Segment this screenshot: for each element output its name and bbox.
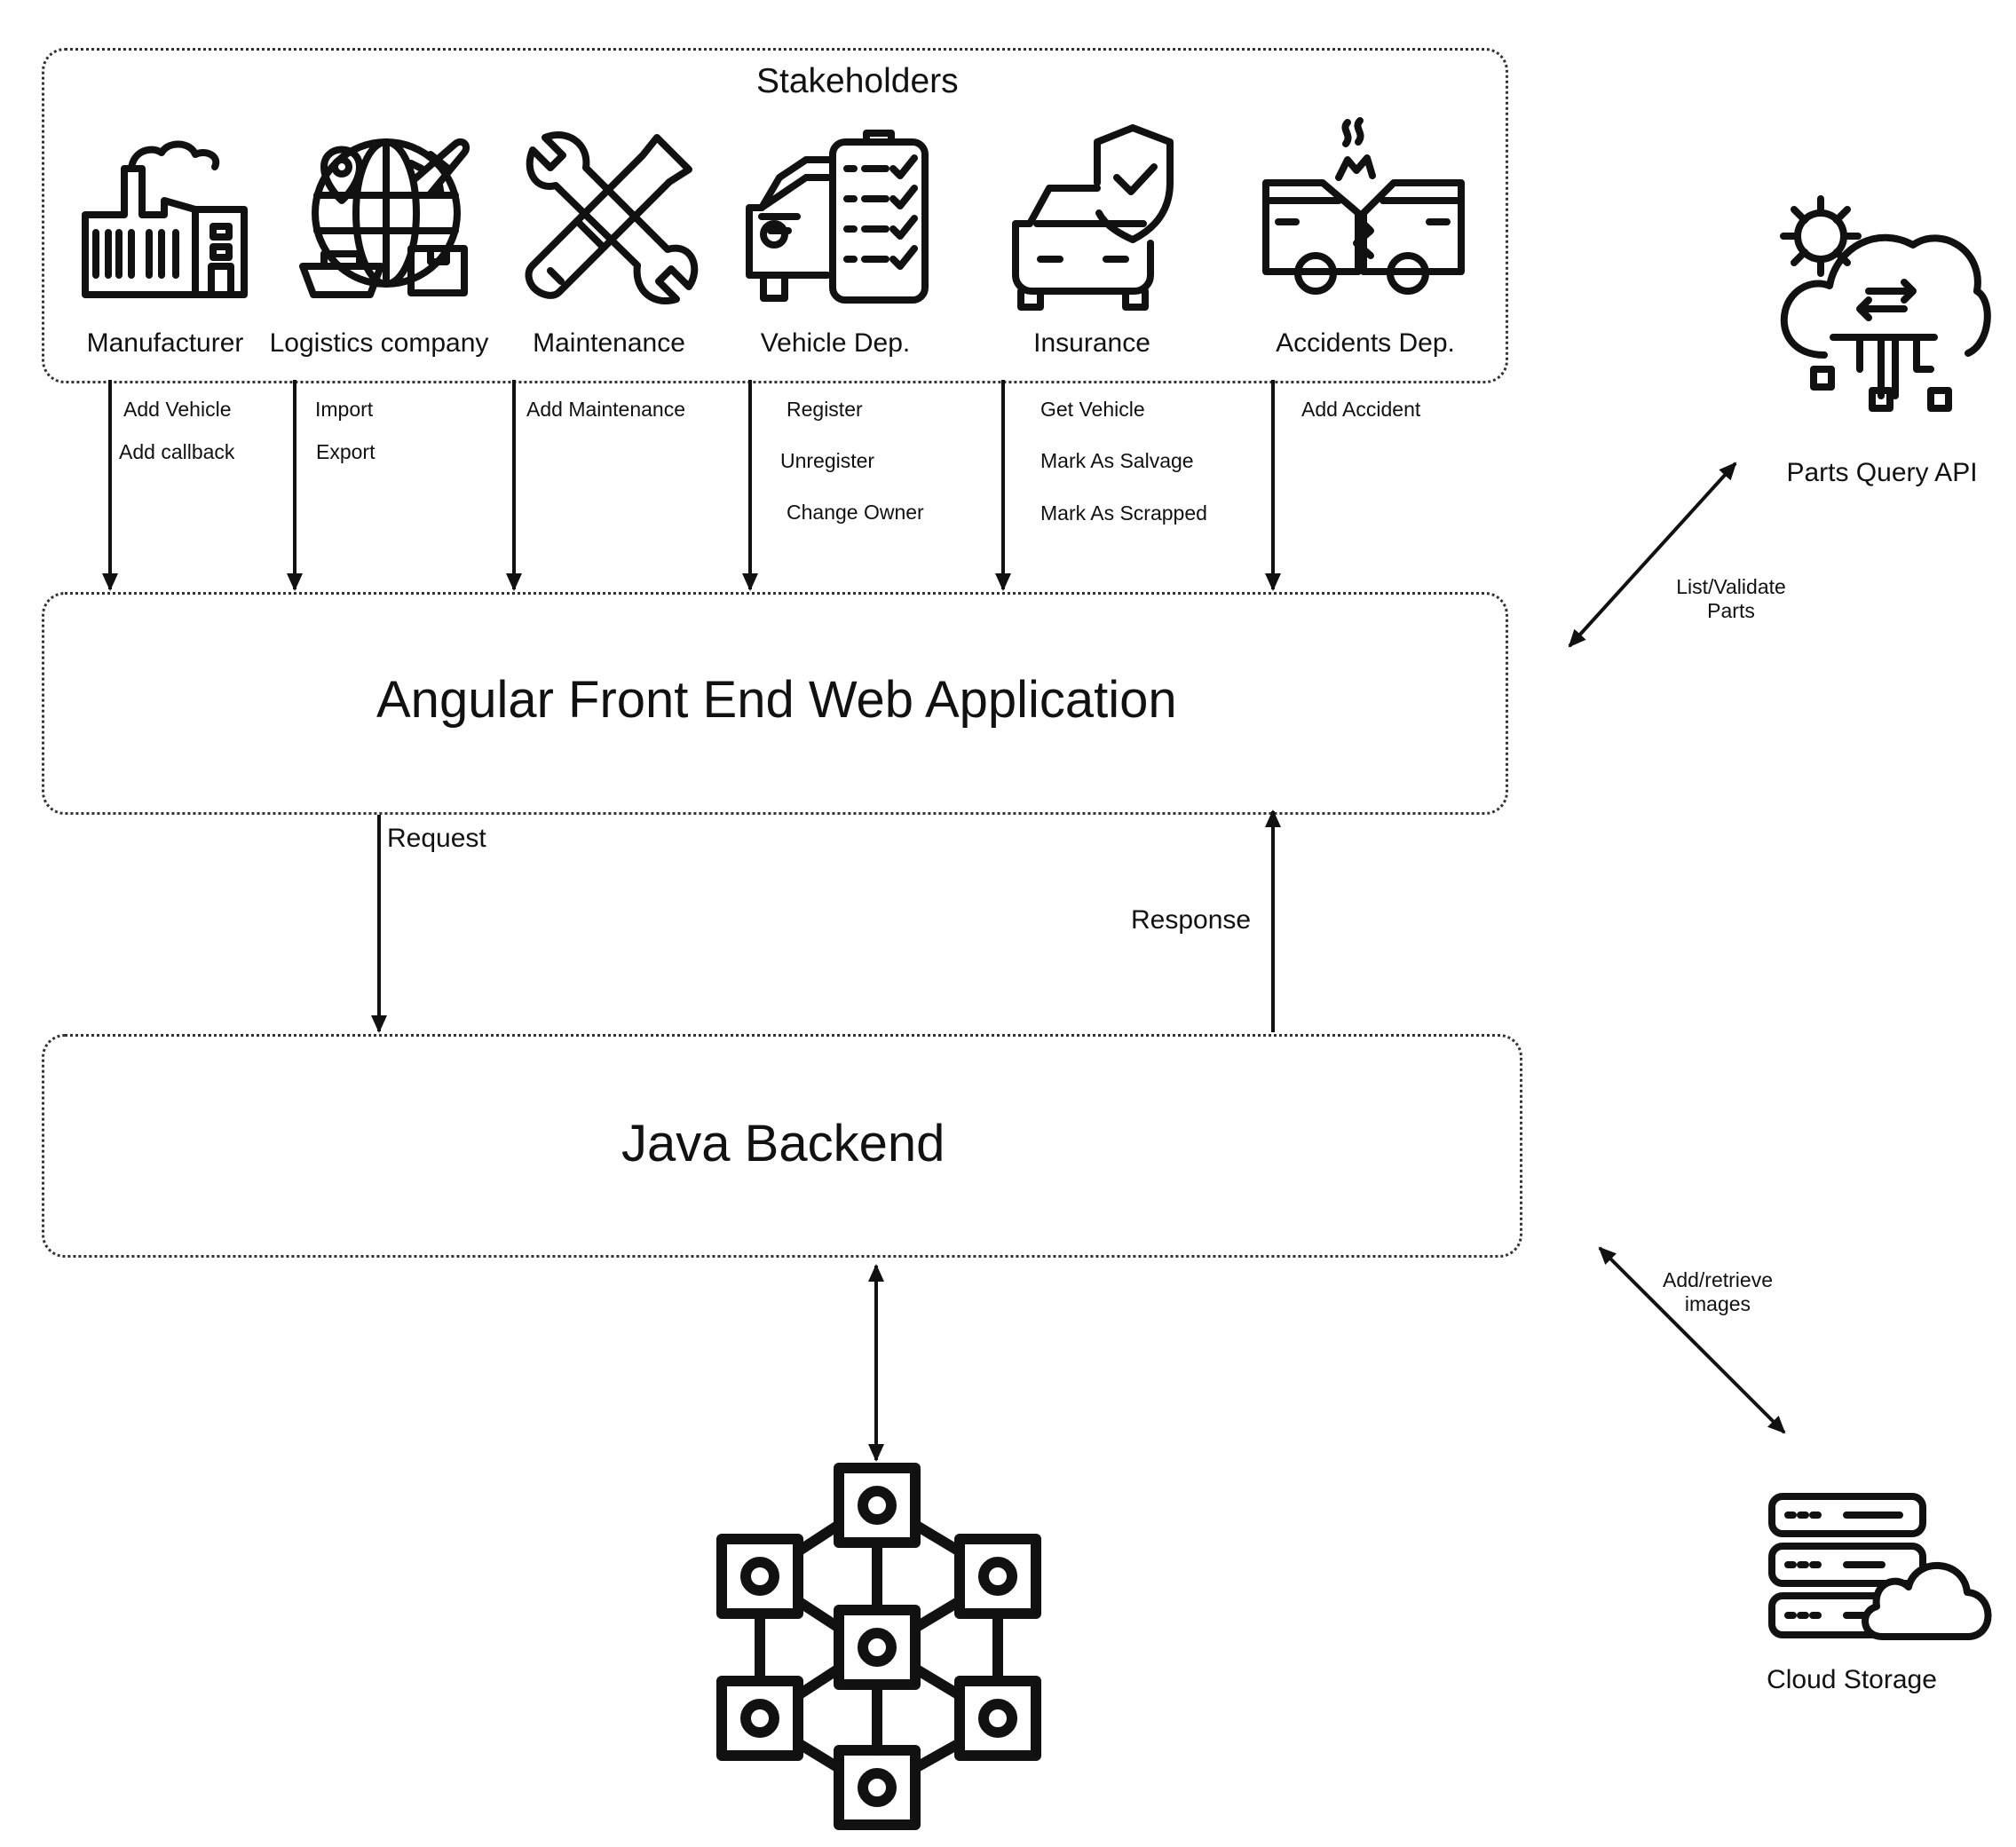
logistics-globe-icon bbox=[297, 133, 470, 302]
cloud-gear-icon bbox=[1771, 186, 1993, 413]
action-mark-scrapped: Mark As Scrapped bbox=[1040, 501, 1207, 525]
frontend-box bbox=[42, 592, 1508, 815]
action-register: Register bbox=[787, 398, 863, 421]
car-crash-icon bbox=[1261, 115, 1467, 306]
action-export: Export bbox=[316, 440, 376, 463]
frontend-title: Angular Front End Web Application bbox=[376, 671, 1177, 729]
stakeholder-label-logistics: Logistics company bbox=[269, 328, 489, 358]
car-shield-icon bbox=[1001, 124, 1174, 311]
parts-api-label: Parts Query API bbox=[1786, 458, 1978, 487]
vehicle-checklist-icon bbox=[744, 124, 932, 306]
factory-icon bbox=[80, 133, 253, 298]
action-add-maintenance: Add Maintenance bbox=[526, 398, 686, 421]
stakeholder-label-vehicle-dep: Vehicle Dep. bbox=[760, 328, 911, 358]
stakeholders-title: Stakeholders bbox=[756, 62, 959, 100]
response-label: Response bbox=[1131, 905, 1252, 935]
wrench-screwdriver-icon bbox=[524, 129, 699, 304]
action-add-callback: Add callback bbox=[119, 440, 235, 463]
stakeholders-group bbox=[42, 48, 1508, 383]
backend-title: Java Backend bbox=[621, 1115, 945, 1172]
stakeholder-label-insurance: Insurance bbox=[1033, 328, 1150, 358]
backend-box bbox=[42, 1034, 1522, 1258]
action-add-accident: Add Accident bbox=[1301, 398, 1421, 421]
stakeholder-label-maintenance: Maintenance bbox=[533, 328, 685, 358]
arrow-parts-api bbox=[1568, 462, 1737, 648]
action-change-owner: Change Owner bbox=[787, 501, 924, 524]
cloud-storage-label: Cloud Storage bbox=[1767, 1665, 1937, 1694]
stakeholder-label-accidents: Accidents Dep. bbox=[1276, 328, 1455, 358]
stakeholder-label-manufacturer: Manufacturer bbox=[86, 328, 244, 358]
action-add-vehicle: Add Vehicle bbox=[123, 398, 232, 421]
action-get-vehicle: Get Vehicle bbox=[1040, 398, 1145, 421]
action-import: Import bbox=[315, 398, 374, 421]
arrow-cloud-storage bbox=[1598, 1246, 1786, 1434]
server-cloud-icon bbox=[1767, 1491, 1997, 1644]
blockchain-network-icon bbox=[716, 1463, 1041, 1830]
action-unregister: Unregister bbox=[780, 449, 875, 472]
request-label: Request bbox=[387, 824, 486, 853]
action-mark-salvage: Mark As Salvage bbox=[1040, 449, 1194, 472]
